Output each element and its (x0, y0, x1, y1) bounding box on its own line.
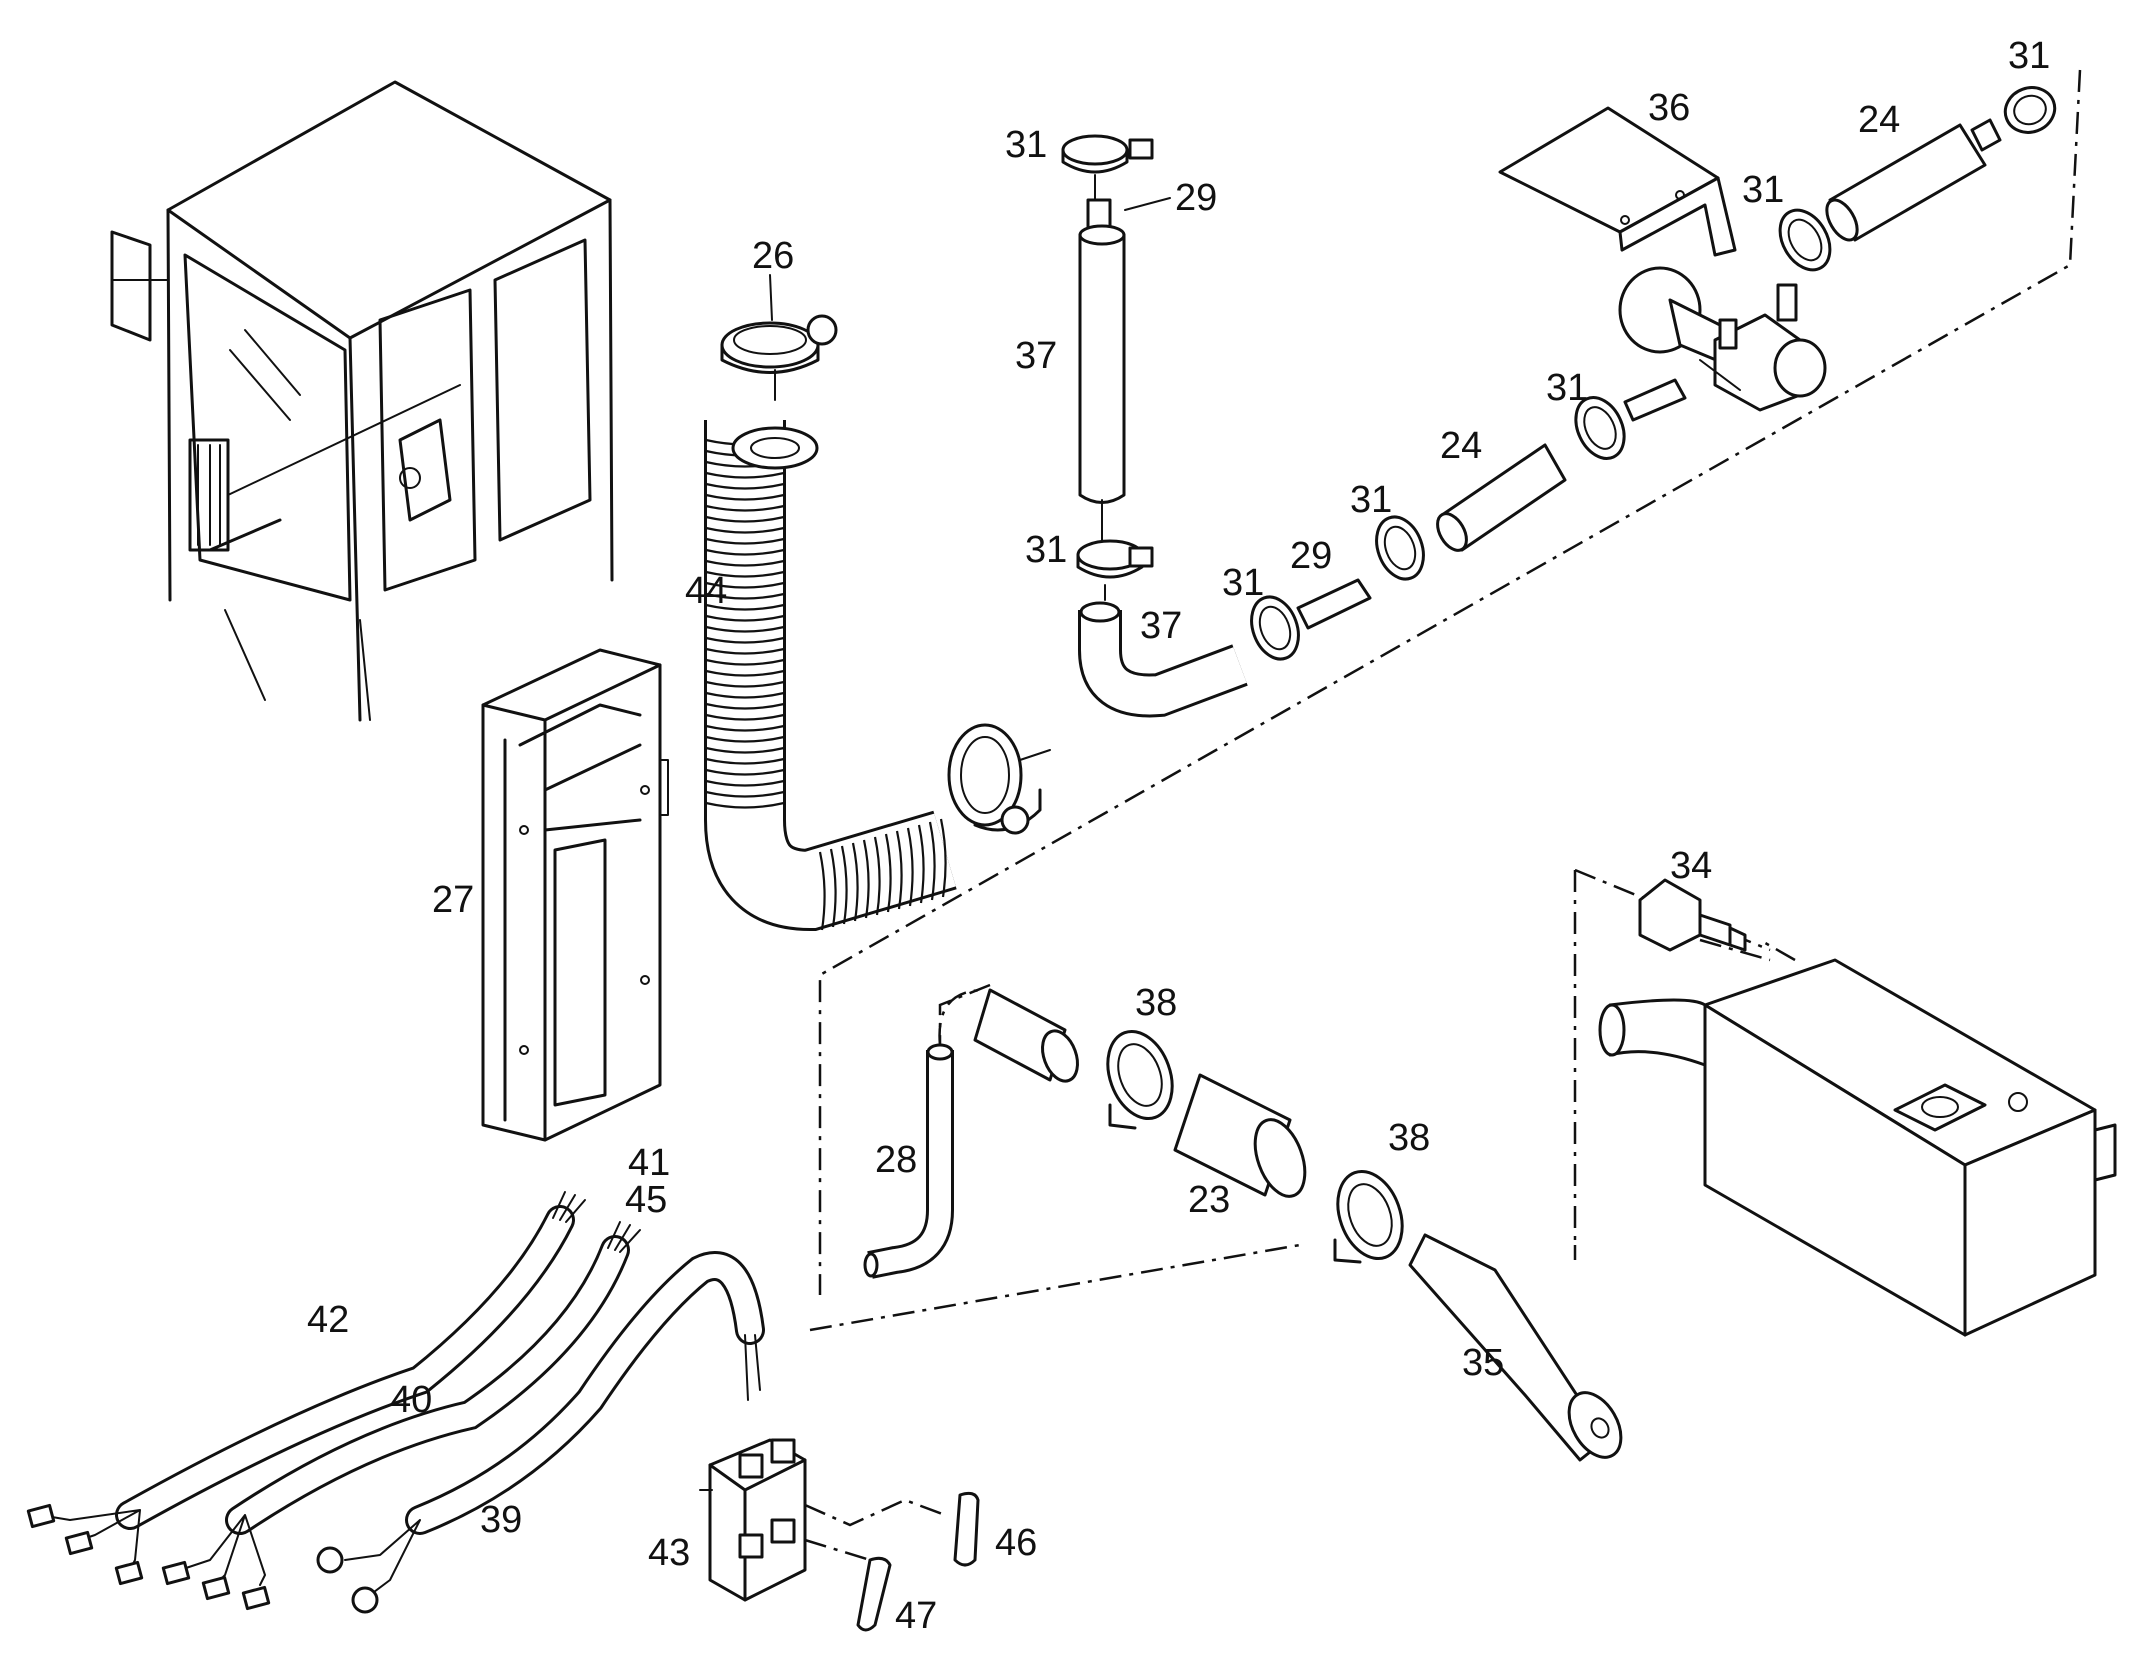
tube-37-vertical (1061, 134, 1154, 601)
hose-rib (705, 768, 785, 776)
fuse-46 (953, 1491, 980, 1567)
hose-rib (705, 647, 785, 655)
hose-rib (705, 548, 785, 556)
hose-rib (705, 504, 785, 512)
leader-lines (769, 197, 1171, 321)
hose-rib (705, 526, 785, 534)
hose-rib (873, 836, 881, 916)
hose-rib (705, 482, 785, 490)
callout-36: 36 (1648, 87, 1690, 129)
callout-38: 38 (1135, 982, 1177, 1024)
hose-rib (705, 625, 785, 633)
callout-31: 31 (1222, 562, 1264, 604)
hose-rib (705, 603, 785, 611)
elbow-37 (1078, 601, 1248, 718)
hose-rib (862, 839, 870, 919)
callout-39: 39 (480, 1499, 522, 1541)
hose-rib (928, 821, 936, 901)
callout-37: 37 (1140, 605, 1182, 647)
hose-rib (705, 801, 785, 809)
callout-31: 31 (1025, 529, 1067, 571)
hose-rib (705, 735, 785, 743)
hose-rib (705, 724, 785, 732)
hose-rib (705, 570, 785, 578)
callout-40: 40 (390, 1379, 432, 1421)
hose-rib (884, 833, 892, 913)
callout-29: 29 (1290, 535, 1332, 577)
hose-rib (705, 757, 785, 765)
mounting-plate-36 (1498, 106, 1737, 257)
hose-rib (705, 515, 785, 523)
hose-rib (705, 658, 785, 666)
callout-47: 47 (895, 1595, 937, 1637)
callout-23: 23 (1188, 1179, 1230, 1221)
hose-rib (917, 824, 925, 904)
fuel-line-28 (863, 988, 986, 1279)
hose-rib (705, 636, 785, 644)
hose-rib (705, 537, 785, 545)
tube-chain (1250, 378, 1687, 661)
hose-rib (705, 702, 785, 710)
callout-24: 24 (1440, 425, 1482, 467)
fuse-47 (856, 1556, 892, 1632)
hose-rib (705, 581, 785, 589)
callout-31: 31 (1546, 367, 1588, 409)
callout-27: 27 (432, 879, 474, 921)
callout-37: 37 (1015, 335, 1057, 377)
hose-rib (818, 851, 826, 931)
callout-38: 38 (1388, 1117, 1430, 1159)
callout-46: 46 (995, 1522, 1037, 1564)
hose-rib (705, 559, 785, 567)
callout-42: 42 (307, 1299, 349, 1341)
heater-valve (1618, 266, 1827, 412)
hose-rib (851, 842, 859, 922)
hose-rib (705, 713, 785, 721)
callout-31: 31 (1742, 169, 1784, 211)
callout-28: 28 (875, 1139, 917, 1181)
hose-rib (705, 746, 785, 754)
hose-rib (705, 471, 785, 479)
callout-41: 41 (628, 1142, 670, 1184)
hose-rib (705, 592, 785, 600)
callout-31: 31 (1350, 479, 1392, 521)
fitting-34 (1638, 878, 1747, 952)
callout-45: 45 (625, 1179, 667, 1221)
bracket-27 (481, 648, 669, 1142)
hose-rib (705, 680, 785, 688)
callout-31: 31 (2008, 35, 2050, 77)
callout-29: 29 (1175, 177, 1217, 219)
callout-24: 24 (1858, 99, 1900, 141)
hose-rib (705, 790, 785, 798)
hose-rib (705, 493, 785, 501)
hose-rib (705, 669, 785, 677)
callout-26: 26 (752, 235, 794, 277)
corrugated-hose-44 (704, 420, 957, 932)
hose-rib (939, 818, 947, 898)
hose-clamp-end (947, 723, 1051, 835)
exhaust-assembly (973, 988, 1623, 1462)
callout-43: 43 (648, 1532, 690, 1574)
hose-rib (895, 830, 903, 910)
hose-rib (705, 691, 785, 699)
hose-clamp-26 (720, 314, 838, 401)
cab-illustration (110, 80, 614, 722)
tube-24-upper (1778, 86, 2057, 272)
callout-34: 34 (1670, 845, 1712, 887)
hose-rib (906, 827, 914, 907)
hose-rib (705, 614, 785, 622)
connector-block-43 (699, 1438, 946, 1602)
wiring-harness (26, 1191, 765, 1614)
callout-44: 44 (685, 570, 727, 612)
callout-labels: 31 31 31 31 31 31 31 36 24 24 29 29 26 3… (307, 35, 2050, 1637)
heater-box (1598, 958, 2117, 1337)
callout-35: 35 (1462, 1342, 1504, 1384)
hose-rib (705, 779, 785, 787)
hose-rib (840, 845, 848, 925)
callout-31: 31 (1005, 124, 1047, 166)
hose-rib (829, 848, 837, 928)
